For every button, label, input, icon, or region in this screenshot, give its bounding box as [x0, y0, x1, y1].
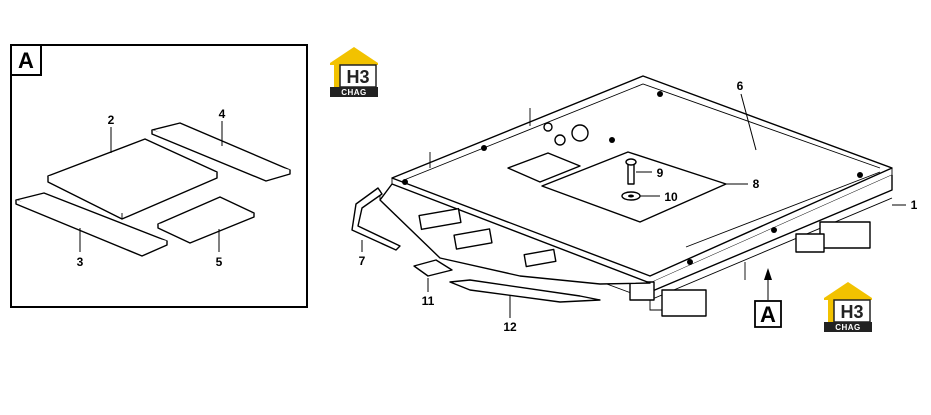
callout-11: 11 — [422, 294, 435, 308]
logo-wordmark: CHAG — [341, 88, 367, 97]
callout-8: 8 — [753, 177, 760, 191]
detail-view-a: A 2 4 3 5 — [10, 44, 308, 308]
part-5-pad — [157, 196, 255, 244]
cover-opening — [507, 152, 581, 183]
callout-3: 3 — [77, 255, 84, 269]
brand-logo-top: H3 CHAG — [330, 47, 378, 97]
part-11-plate — [413, 259, 453, 277]
logo-mark: H3 — [346, 67, 369, 87]
part-10-washer — [621, 191, 641, 201]
callout-2: 2 — [108, 113, 115, 127]
callout-7: 7 — [359, 254, 366, 268]
callout-1: 1 — [911, 198, 918, 212]
callout-10: 10 — [664, 190, 678, 204]
callout-12: 12 — [503, 320, 517, 334]
detail-label: A — [18, 48, 34, 73]
detail-label-box — [10, 44, 42, 76]
callout-6: 6 — [737, 79, 744, 93]
logo-wordmark: CHAG — [835, 323, 861, 332]
floor-plate — [379, 183, 651, 285]
cab-floor-assembly — [351, 75, 893, 317]
logo-mark: H3 — [840, 302, 863, 322]
part-3-strip — [15, 192, 168, 257]
part-4-strip — [151, 122, 291, 182]
part-2-pad — [47, 138, 218, 220]
callout-5: 5 — [216, 255, 223, 269]
part-12-seal — [449, 279, 601, 303]
part-7-seal — [351, 187, 401, 251]
callout-4: 4 — [219, 107, 226, 121]
view-a-label: A — [760, 302, 776, 327]
part-9-bolt — [625, 158, 637, 185]
view-a-arrow: A — [754, 268, 782, 328]
brand-logo-bottom: H3 CHAG — [824, 282, 872, 332]
callout-9: 9 — [657, 166, 664, 180]
leader-6 — [740, 93, 757, 151]
